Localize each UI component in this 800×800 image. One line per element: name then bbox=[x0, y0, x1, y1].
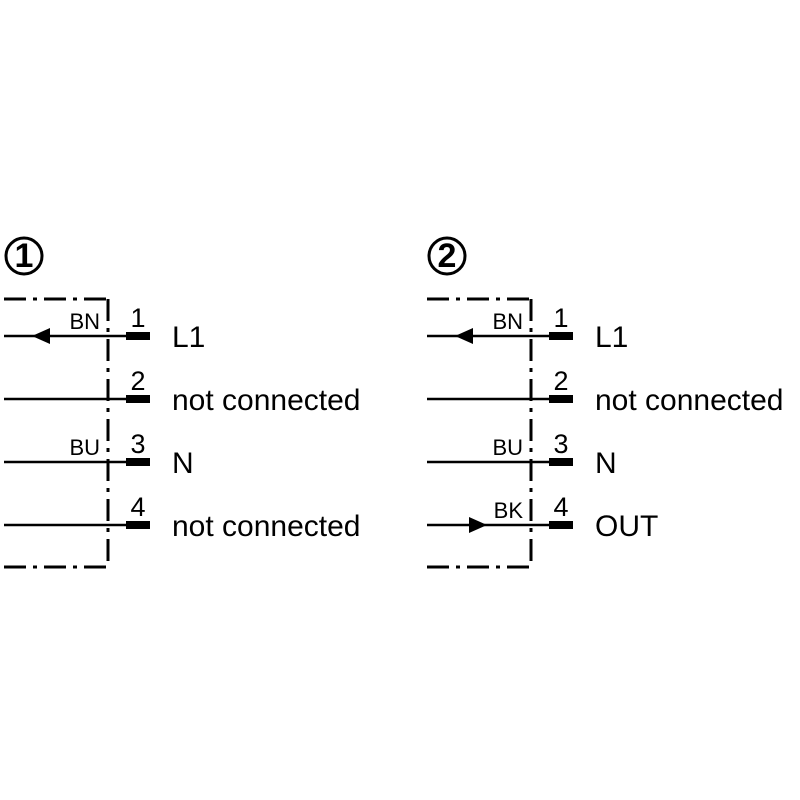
pin-2-signal: not connected bbox=[595, 384, 783, 417]
pin-4-number: 4 bbox=[553, 492, 568, 522]
pin-1-arrow-in-icon bbox=[455, 328, 473, 344]
pin-1-arrow-in-icon bbox=[32, 328, 50, 344]
pin-3-terminal bbox=[549, 458, 573, 466]
pin-3-number: 3 bbox=[553, 429, 568, 459]
pin-1-terminal bbox=[549, 332, 573, 340]
pin-4-signal: not connected bbox=[172, 510, 360, 543]
diagram-number-circle bbox=[427, 236, 467, 276]
diagram-number-circle bbox=[4, 236, 44, 276]
pin-4-terminal bbox=[126, 521, 150, 529]
pin-1-number: 1 bbox=[130, 303, 145, 333]
pin-2-signal: not connected bbox=[172, 384, 360, 417]
pin-4-wire-color: BK bbox=[494, 498, 524, 523]
pin-3-signal: N bbox=[172, 447, 194, 480]
pin-3-terminal bbox=[126, 458, 150, 466]
pin-3-wire-color: BU bbox=[69, 435, 100, 460]
diagram-number-label: 1 bbox=[15, 237, 34, 275]
pin-4-number: 4 bbox=[130, 492, 145, 522]
pin-1-wire-color: BN bbox=[69, 309, 100, 334]
pin-3-wire-color: BU bbox=[492, 435, 523, 460]
pin-1-signal: L1 bbox=[595, 321, 628, 354]
pin-4-terminal bbox=[549, 521, 573, 529]
pin-1-number: 1 bbox=[553, 303, 568, 333]
pin-2-terminal bbox=[549, 395, 573, 403]
pin-3-number: 3 bbox=[130, 429, 145, 459]
pin-2-number: 2 bbox=[130, 366, 145, 396]
diagram-number-label: 2 bbox=[438, 237, 457, 275]
pin-4-signal: OUT bbox=[595, 510, 658, 543]
pin-2-terminal bbox=[126, 395, 150, 403]
pin-1-terminal bbox=[126, 332, 150, 340]
pin-4-arrow-out-icon bbox=[469, 517, 487, 533]
pin-1-signal: L1 bbox=[172, 321, 205, 354]
pin-3-signal: N bbox=[595, 447, 617, 480]
pin-2-number: 2 bbox=[553, 366, 568, 396]
pin-1-wire-color: BN bbox=[492, 309, 523, 334]
